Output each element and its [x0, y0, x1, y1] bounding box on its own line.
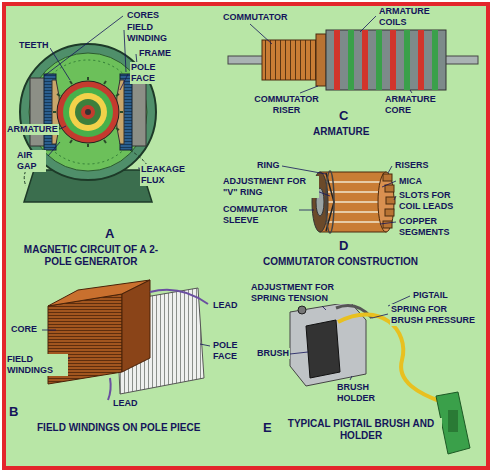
- armature-figure: [228, 30, 478, 90]
- shaft: [85, 109, 91, 115]
- part-label: PIGTAIL: [412, 290, 449, 301]
- part-label: TEETH: [18, 40, 50, 51]
- part-label: ADJUSTMENT FOR SPRING TENSION: [250, 282, 352, 304]
- armature-ring: [75, 99, 101, 125]
- armature-coils: [334, 30, 438, 90]
- commutator-riser: [316, 34, 326, 86]
- lead-wire: [108, 378, 111, 400]
- part-label: BRUSH: [256, 348, 290, 359]
- figure-caption: ARMATURE: [312, 126, 370, 138]
- part-label: SPRING FOR BRUSH PRESSURE: [390, 304, 482, 326]
- part-label: MICA: [398, 176, 423, 187]
- part-label: SLOTS FOR COIL LEADS: [398, 190, 472, 212]
- winding-side: [122, 280, 150, 372]
- figure-caption: COMMUTATOR CONSTRUCTION: [262, 256, 419, 268]
- part-label: FIELD WINDINGS: [6, 354, 68, 376]
- figure-letter: A: [104, 226, 115, 242]
- figure-caption: FIELD WINDINGS ON POLE PIECE: [36, 422, 201, 434]
- figure-letter: B: [8, 404, 19, 420]
- armature: [57, 81, 119, 143]
- copper-segments: [320, 172, 386, 232]
- part-label: COMMUTATOR RISER: [248, 94, 325, 116]
- part-label: FIELD WINDING: [126, 22, 188, 44]
- lead-wire: [150, 290, 208, 304]
- figure-letter: D: [338, 238, 349, 254]
- commutator: [262, 40, 316, 80]
- part-label: AIR GAP: [16, 150, 46, 172]
- part-label: POLE FACE: [212, 340, 254, 362]
- armature-ring: [81, 105, 95, 119]
- part-label: RING: [256, 160, 281, 171]
- tension-screw: [298, 306, 306, 314]
- part-label: FRAME: [138, 48, 172, 59]
- part-label: CORES: [126, 10, 160, 21]
- part-label: LEAKAGE FLUX: [140, 164, 202, 186]
- figure-caption: MAGNETIC CIRCUIT OF A 2-POLE GENERATOR: [10, 244, 172, 268]
- part-label: ARMATURE COILS: [378, 6, 445, 28]
- part-label: POLE FACE: [130, 62, 172, 84]
- figure-letter: C: [338, 108, 349, 124]
- armature-core: [326, 30, 446, 90]
- part-label: RISERS: [394, 160, 430, 171]
- part-label: ADJUSTMENT FOR "V" RING: [222, 176, 319, 198]
- commutator-figure: [312, 171, 395, 233]
- figure-letter: E: [262, 420, 273, 436]
- part-label: BRUSH HOLDER: [336, 382, 388, 404]
- part-label: ARMATURE CORE: [384, 94, 451, 116]
- terminal-detail: [448, 410, 458, 432]
- part-label: CORE: [10, 324, 38, 335]
- armature-ring: [63, 87, 113, 137]
- pole-piece-figure: [48, 280, 208, 400]
- armature-teeth: [53, 77, 123, 147]
- part-label: COPPER SEGMENTS: [398, 216, 465, 238]
- risers: [383, 174, 395, 228]
- flux-path: [36, 60, 140, 164]
- brush: [306, 320, 340, 378]
- part-label: COMMUTATOR SLEEVE: [222, 204, 299, 226]
- part-label: COMMUTATOR: [222, 12, 289, 23]
- part-label: LEAD: [112, 398, 139, 409]
- ring: [326, 171, 334, 233]
- armature-ring: [69, 93, 107, 131]
- figure-caption: TYPICAL PIGTAIL BRUSH AND HOLDER: [280, 418, 442, 442]
- part-label: ARMATURE: [6, 124, 59, 135]
- part-label: LEAD: [212, 300, 239, 311]
